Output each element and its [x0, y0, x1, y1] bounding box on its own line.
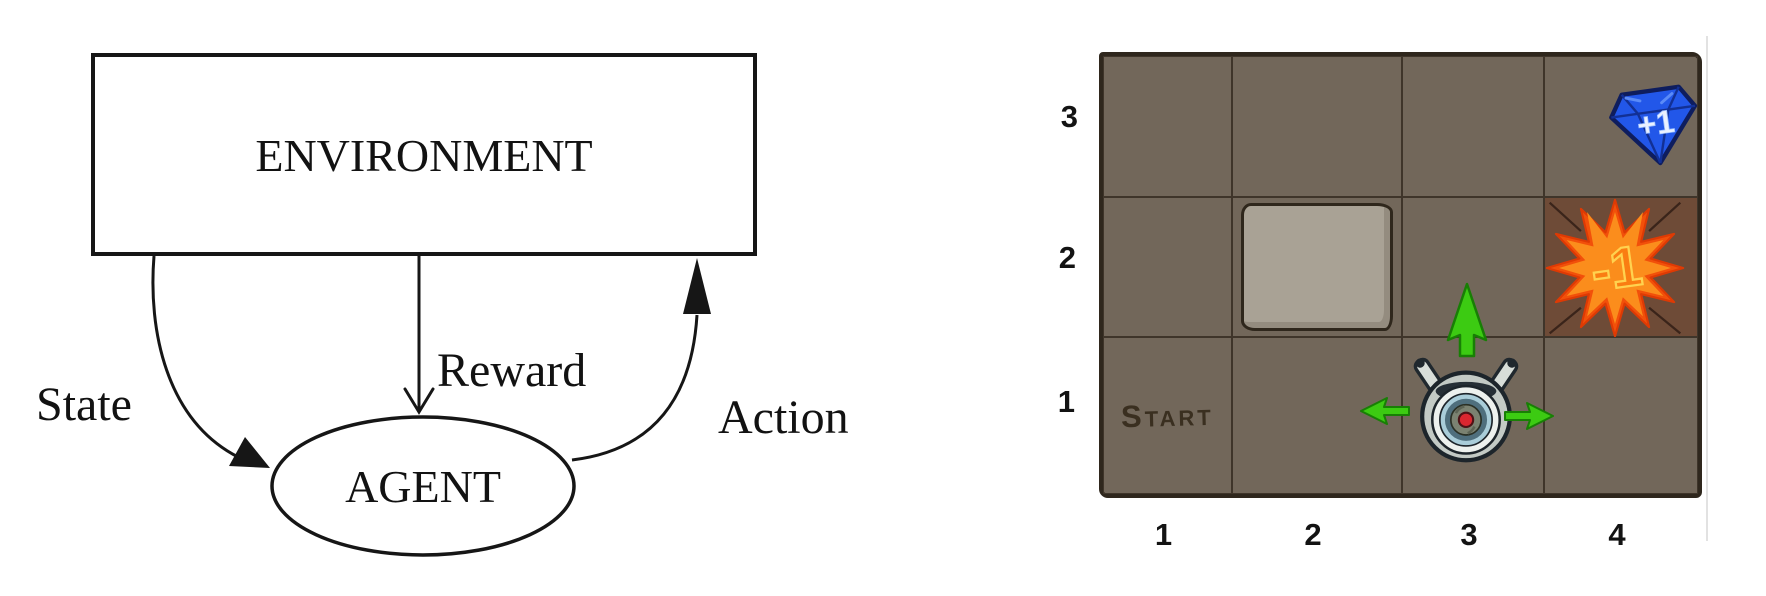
- grid-cell-c2-r3: [1232, 56, 1402, 197]
- gem-label: +1: [1635, 102, 1677, 144]
- gridworld: +1 -1 Start: [1099, 52, 1702, 498]
- col-label-2: 2: [1304, 517, 1322, 552]
- agent-ellipse: [270, 415, 576, 557]
- explosion-icon: -1: [1545, 198, 1685, 338]
- action-arrow: [571, 258, 711, 462]
- stone-block: [1241, 203, 1393, 331]
- col-label-1: 1: [1154, 517, 1173, 552]
- gem-icon: +1: [1609, 84, 1698, 166]
- penalty-cell: -1: [1544, 197, 1698, 338]
- reward-arrowhead-icon: [403, 387, 435, 415]
- environment-box: [91, 53, 757, 256]
- grid-cell-c3-r2: [1402, 197, 1544, 337]
- grid-cell-c4-r1: [1544, 337, 1698, 494]
- penalty-label: -1: [1587, 234, 1646, 303]
- agent-label: AGENT: [345, 461, 501, 512]
- row-label-3: 3: [1060, 99, 1078, 134]
- row-label-2: 2: [1058, 240, 1076, 275]
- gem-cell: +1: [1544, 56, 1698, 197]
- action-label: Action: [718, 391, 849, 444]
- grid-cell-c3-r3: [1402, 56, 1544, 197]
- grid-cell-c1-r3: [1103, 56, 1232, 197]
- reward-arrow: [403, 256, 435, 415]
- state-label: State: [36, 378, 132, 431]
- wall-cell: [1232, 197, 1402, 337]
- reward-label: Reward: [437, 344, 586, 397]
- state-arrow: [151, 255, 270, 468]
- row-label-1: 1: [1057, 384, 1075, 419]
- grid-cell-c1-r2: [1103, 197, 1232, 337]
- robot-eye: [1457, 411, 1475, 429]
- rl-loop-diagram: ENVIRONMENT Reward State AGENT Action: [36, 53, 849, 557]
- robot-icon: [1413, 357, 1519, 463]
- grid-cell-c2-r1: [1232, 337, 1402, 494]
- state-arrowhead-icon: [229, 437, 270, 468]
- start-cell: Start: [1103, 337, 1232, 494]
- frame-artifact-line: [1706, 36, 1708, 541]
- col-label-4: 4: [1608, 517, 1626, 552]
- start-label: Start: [1120, 396, 1215, 434]
- action-arrowhead-icon: [683, 258, 711, 314]
- col-label-3: 3: [1460, 517, 1478, 552]
- environment-label: ENVIRONMENT: [255, 130, 592, 181]
